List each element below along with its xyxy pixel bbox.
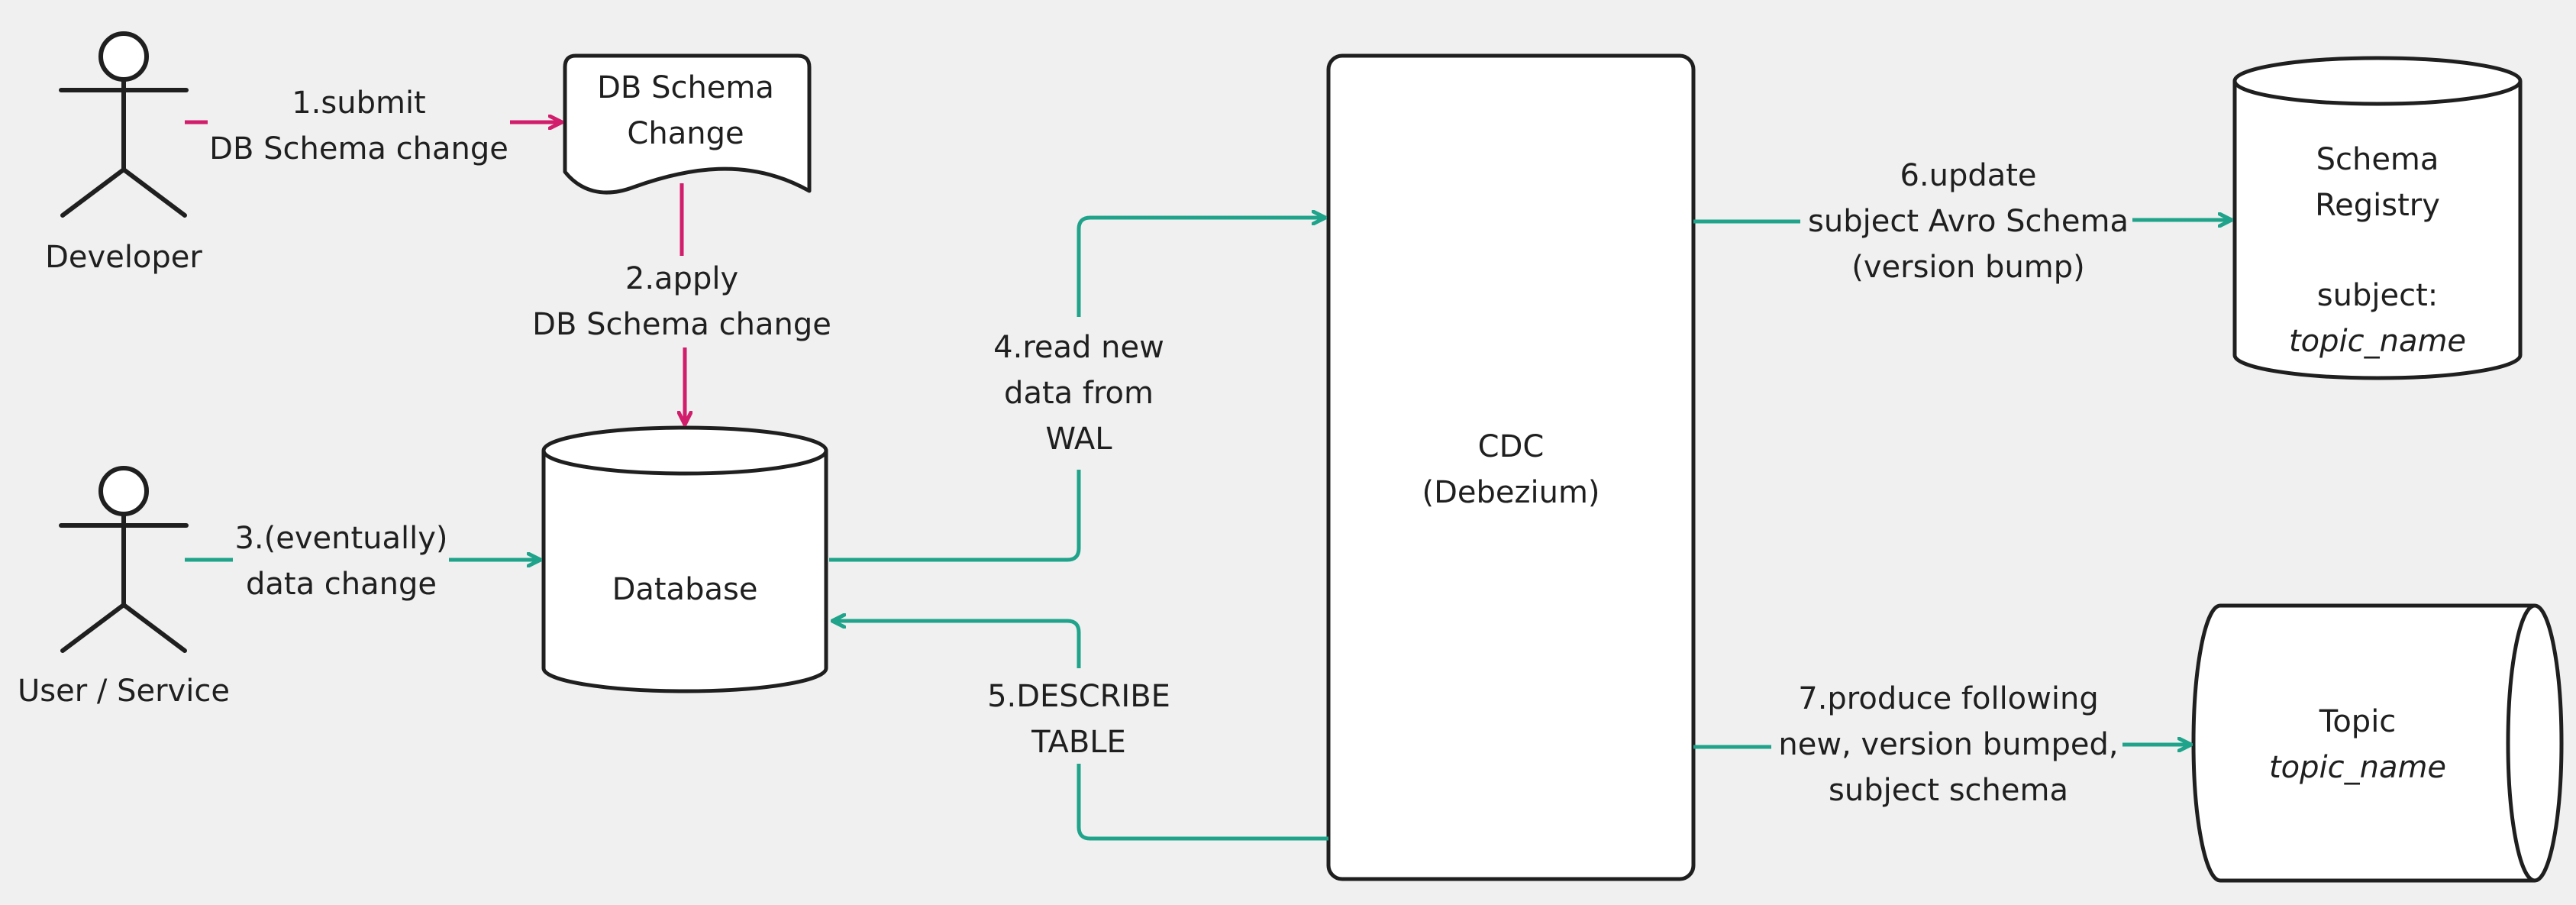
data-change-label-line1: 3.(eventually) [234, 521, 447, 556]
topic-line2: topic_name [2269, 750, 2446, 785]
topic-body [2191, 603, 2535, 883]
submit-label-line2: DB Schema change [209, 131, 508, 166]
document-shape [563, 53, 812, 195]
read-wal-line-lower [829, 470, 1081, 562]
produce-label-line1: 7.produce following [1798, 681, 2098, 716]
edge-data-change: 3.(eventually) data change [185, 521, 541, 602]
edge-submit: 1.submit DB Schema change [185, 86, 562, 166]
schema-registry-body [2232, 81, 2523, 380]
update-schema-label-line3: (version bump) [1851, 250, 2085, 285]
developer-label: Developer [45, 240, 202, 275]
read-wal-label-line1: 4.read new [993, 330, 1164, 365]
database-label: Database [612, 572, 758, 607]
produce-label-line3: subject schema [1829, 773, 2068, 808]
describe-table-label-line1: 5.DESCRIBE [987, 679, 1170, 714]
read-wal-arrow [1077, 218, 1325, 317]
submit-label-line1: 1.submit [292, 86, 426, 121]
data-change-label-line2: data change [246, 567, 437, 602]
schema-change-line2: Change [627, 116, 744, 151]
read-wal-label-line3: WAL [1045, 422, 1112, 457]
schema-change-line1: DB Schema [597, 70, 774, 105]
person-icon [59, 466, 189, 653]
update-schema-label-line1: 6.update [1900, 158, 2036, 193]
edge-describe-table: 5.DESCRIBE TABLE [832, 621, 1328, 841]
topic-cylinder: Topic topic_name [2191, 603, 2564, 883]
database-body [541, 451, 828, 693]
read-wal-label-line2: data from [1004, 376, 1154, 411]
edge-apply: 2.apply DB Schema change [532, 183, 831, 425]
describe-table-label-line2: TABLE [1031, 725, 1126, 760]
apply-label-line1: 2.apply [625, 261, 738, 296]
cdc-box: CDC (Debezium) [1326, 53, 1696, 881]
schema-registry-line2: Registry [2315, 188, 2440, 223]
schema-change-document: DB Schema Change [563, 53, 812, 195]
describe-table-line-lower [1077, 764, 1328, 841]
schema-registry-top [2232, 56, 2523, 106]
user-service-label: User / Service [18, 674, 230, 709]
produce-label-line2: new, version bumped, [1778, 727, 2118, 762]
topic-end [2506, 603, 2564, 883]
edge-produce: 7.produce following new, version bumped,… [1693, 681, 2191, 808]
update-schema-label-line2: subject Avro Schema [1808, 204, 2129, 239]
cdc-line1: CDC [1478, 429, 1545, 464]
developer-actor: Developer [45, 31, 202, 275]
schema-registry-cylinder: Schema Registry subject: topic_name [2232, 56, 2523, 380]
describe-table-arrow [832, 621, 1081, 668]
user-service-actor: User / Service [18, 466, 230, 709]
schema-registry-line1: Schema [2316, 142, 2439, 177]
edge-update-schema: 6.update subject Avro Schema (version bu… [1693, 158, 2232, 285]
cdc-line2: (Debezium) [1422, 475, 1600, 510]
person-icon [59, 31, 189, 218]
database-cylinder: Database [541, 425, 828, 693]
schema-registry-line3: subject: [2317, 278, 2438, 313]
database-top [541, 425, 828, 476]
apply-label-line2: DB Schema change [532, 307, 831, 342]
edge-read-wal: 4.read new data from WAL [829, 218, 1325, 562]
schema-registry-line4: topic_name [2289, 324, 2466, 359]
topic-line1: Topic [2319, 704, 2397, 739]
